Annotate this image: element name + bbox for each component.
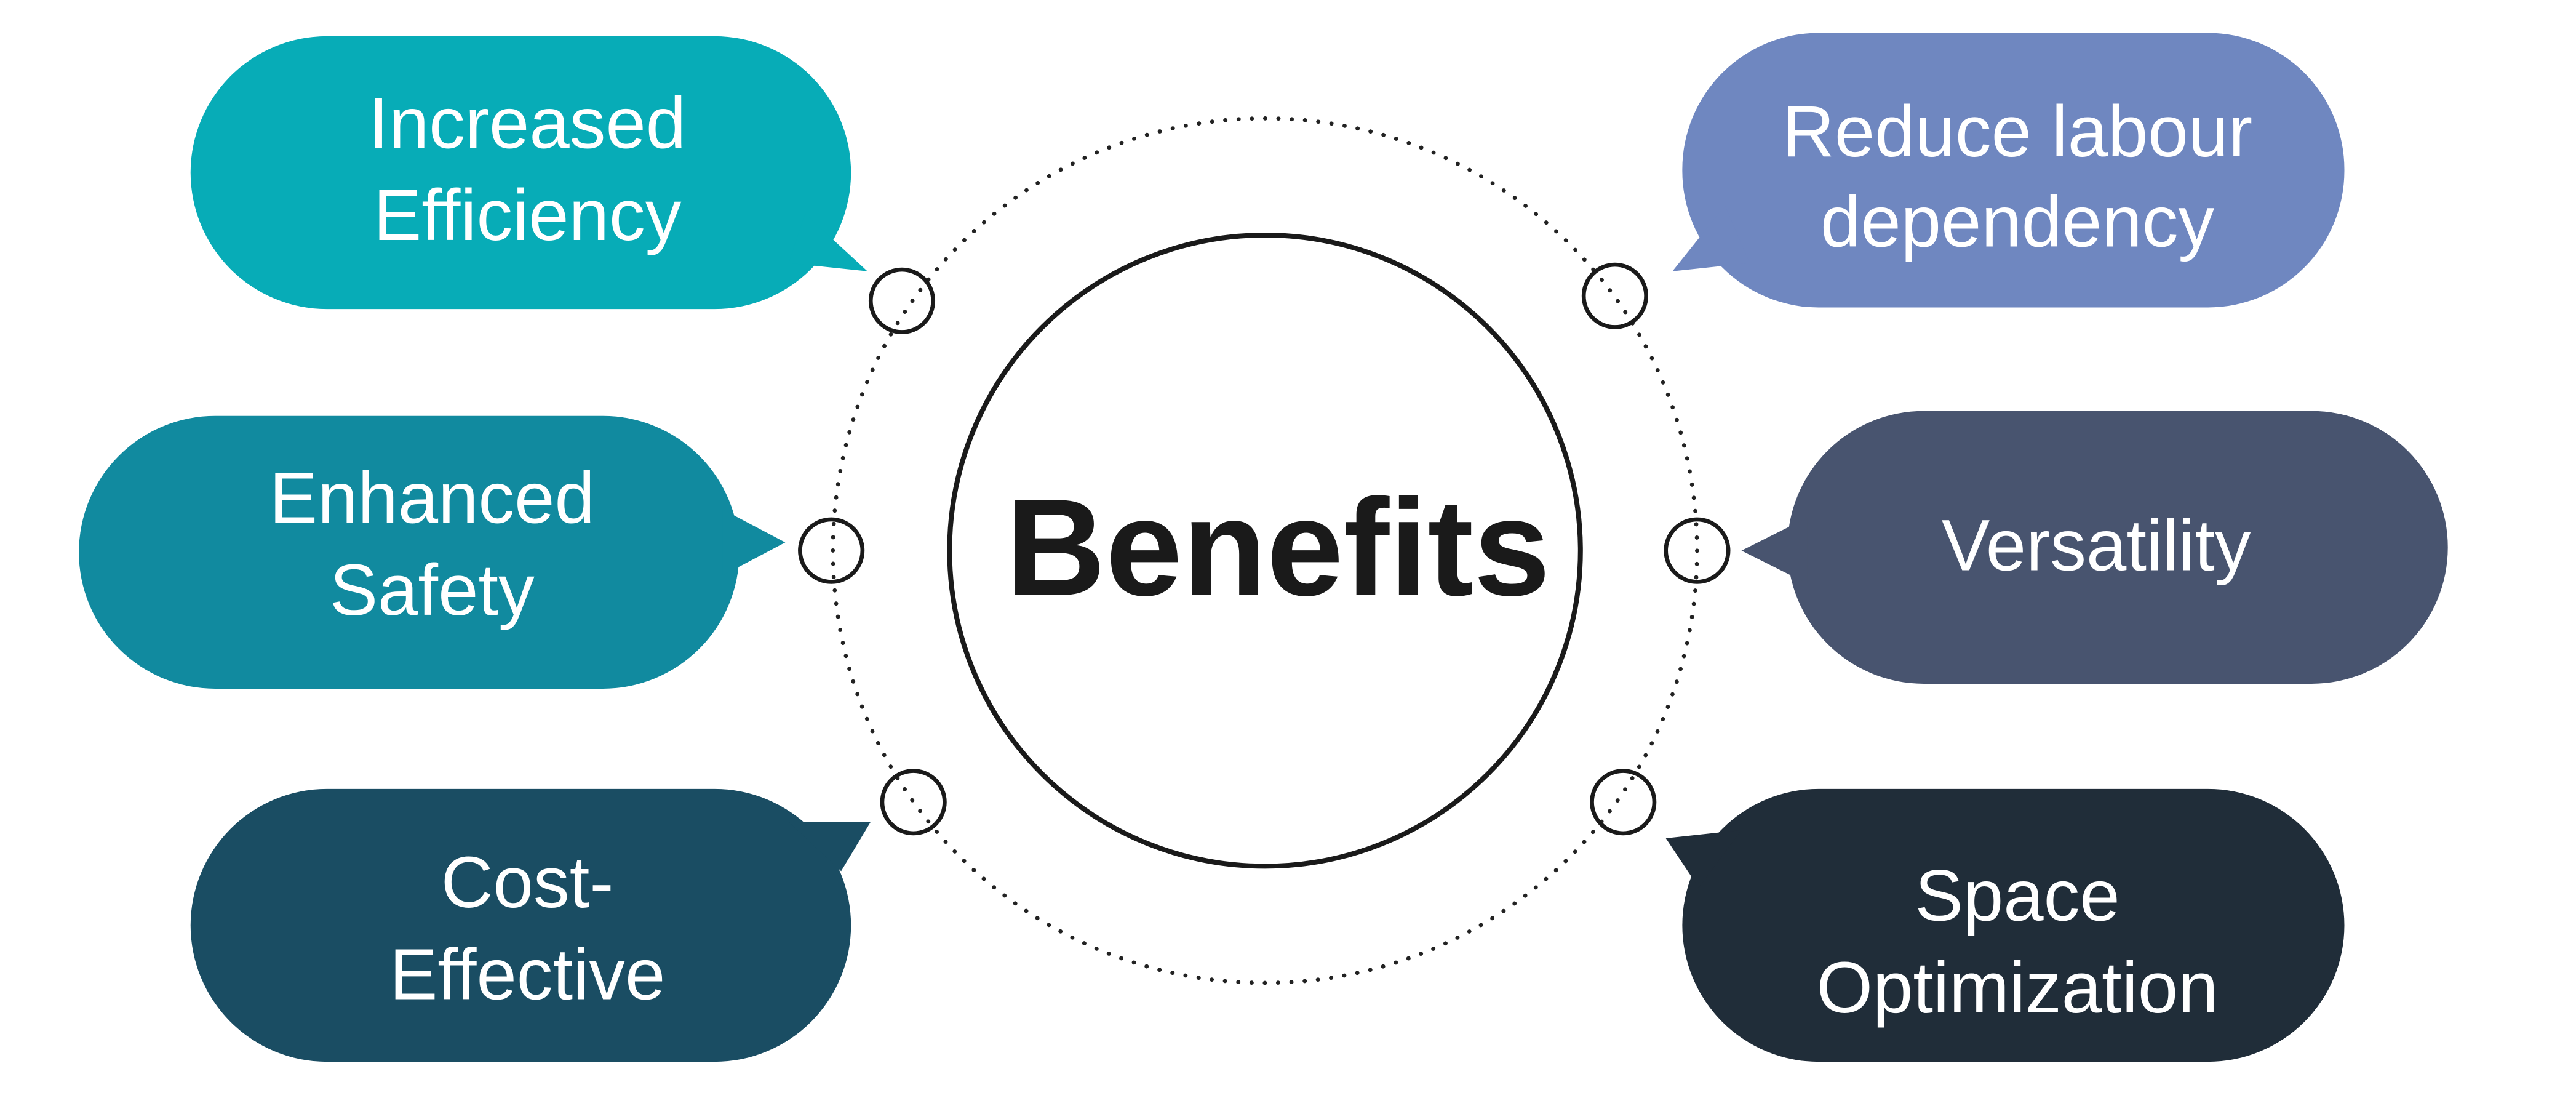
bubble-shape [79,415,740,689]
center-title: Benefits [1006,470,1550,625]
bubble-label: dependency [1820,182,2214,262]
node-circle [1581,262,1648,329]
bubble-shape [1682,33,2345,308]
bubble-space-optimization: Space Optimization [1665,788,2345,1062]
center-circle [947,232,1583,869]
bubble-enhanced-safety: Enhanced Safety [79,415,786,689]
bubble-reduce-labour-dependency: Reduce labour dependency [1672,33,2345,308]
bubble-label: Efficiency [373,175,682,255]
bubble-shape [1682,788,2345,1062]
dotted-orbit [831,116,1699,985]
bubble-label: Effective [389,934,665,1015]
node-circle [880,769,947,836]
bubble-label: Cost- [441,842,614,923]
bubble-label: Versatility [1942,505,2251,586]
bubble-pointer [1672,205,1750,271]
bubble-versatility: Versatility [1741,411,2448,684]
bubble-shape [190,36,851,310]
bubble-shape [1787,411,2448,684]
bubble-label: Increased [369,82,686,163]
bubble-increased-efficiency: Increased Efficiency [190,36,867,310]
bubble-label: Reduce labour [1782,91,2252,172]
bubble-pointer [1741,518,1808,584]
bubble-label: Space [1915,855,2120,936]
connector-nodes [798,262,1731,836]
bubble-pointer [788,214,867,271]
bubble-pointer [1665,830,1742,888]
bubble-pointer [722,509,786,575]
bubble-label: Enhanced [269,457,595,538]
bubble-shape [190,788,851,1062]
node-circle [1590,769,1657,836]
node-circle [798,517,865,584]
node-circle [868,267,936,334]
bubble-label: Optimization [1817,947,2219,1028]
bubble-cost-effective: Cost- Effective [190,788,871,1062]
node-circle [1664,517,1731,584]
bubble-pointer [788,822,871,872]
bubble-label: Safety [330,550,535,630]
